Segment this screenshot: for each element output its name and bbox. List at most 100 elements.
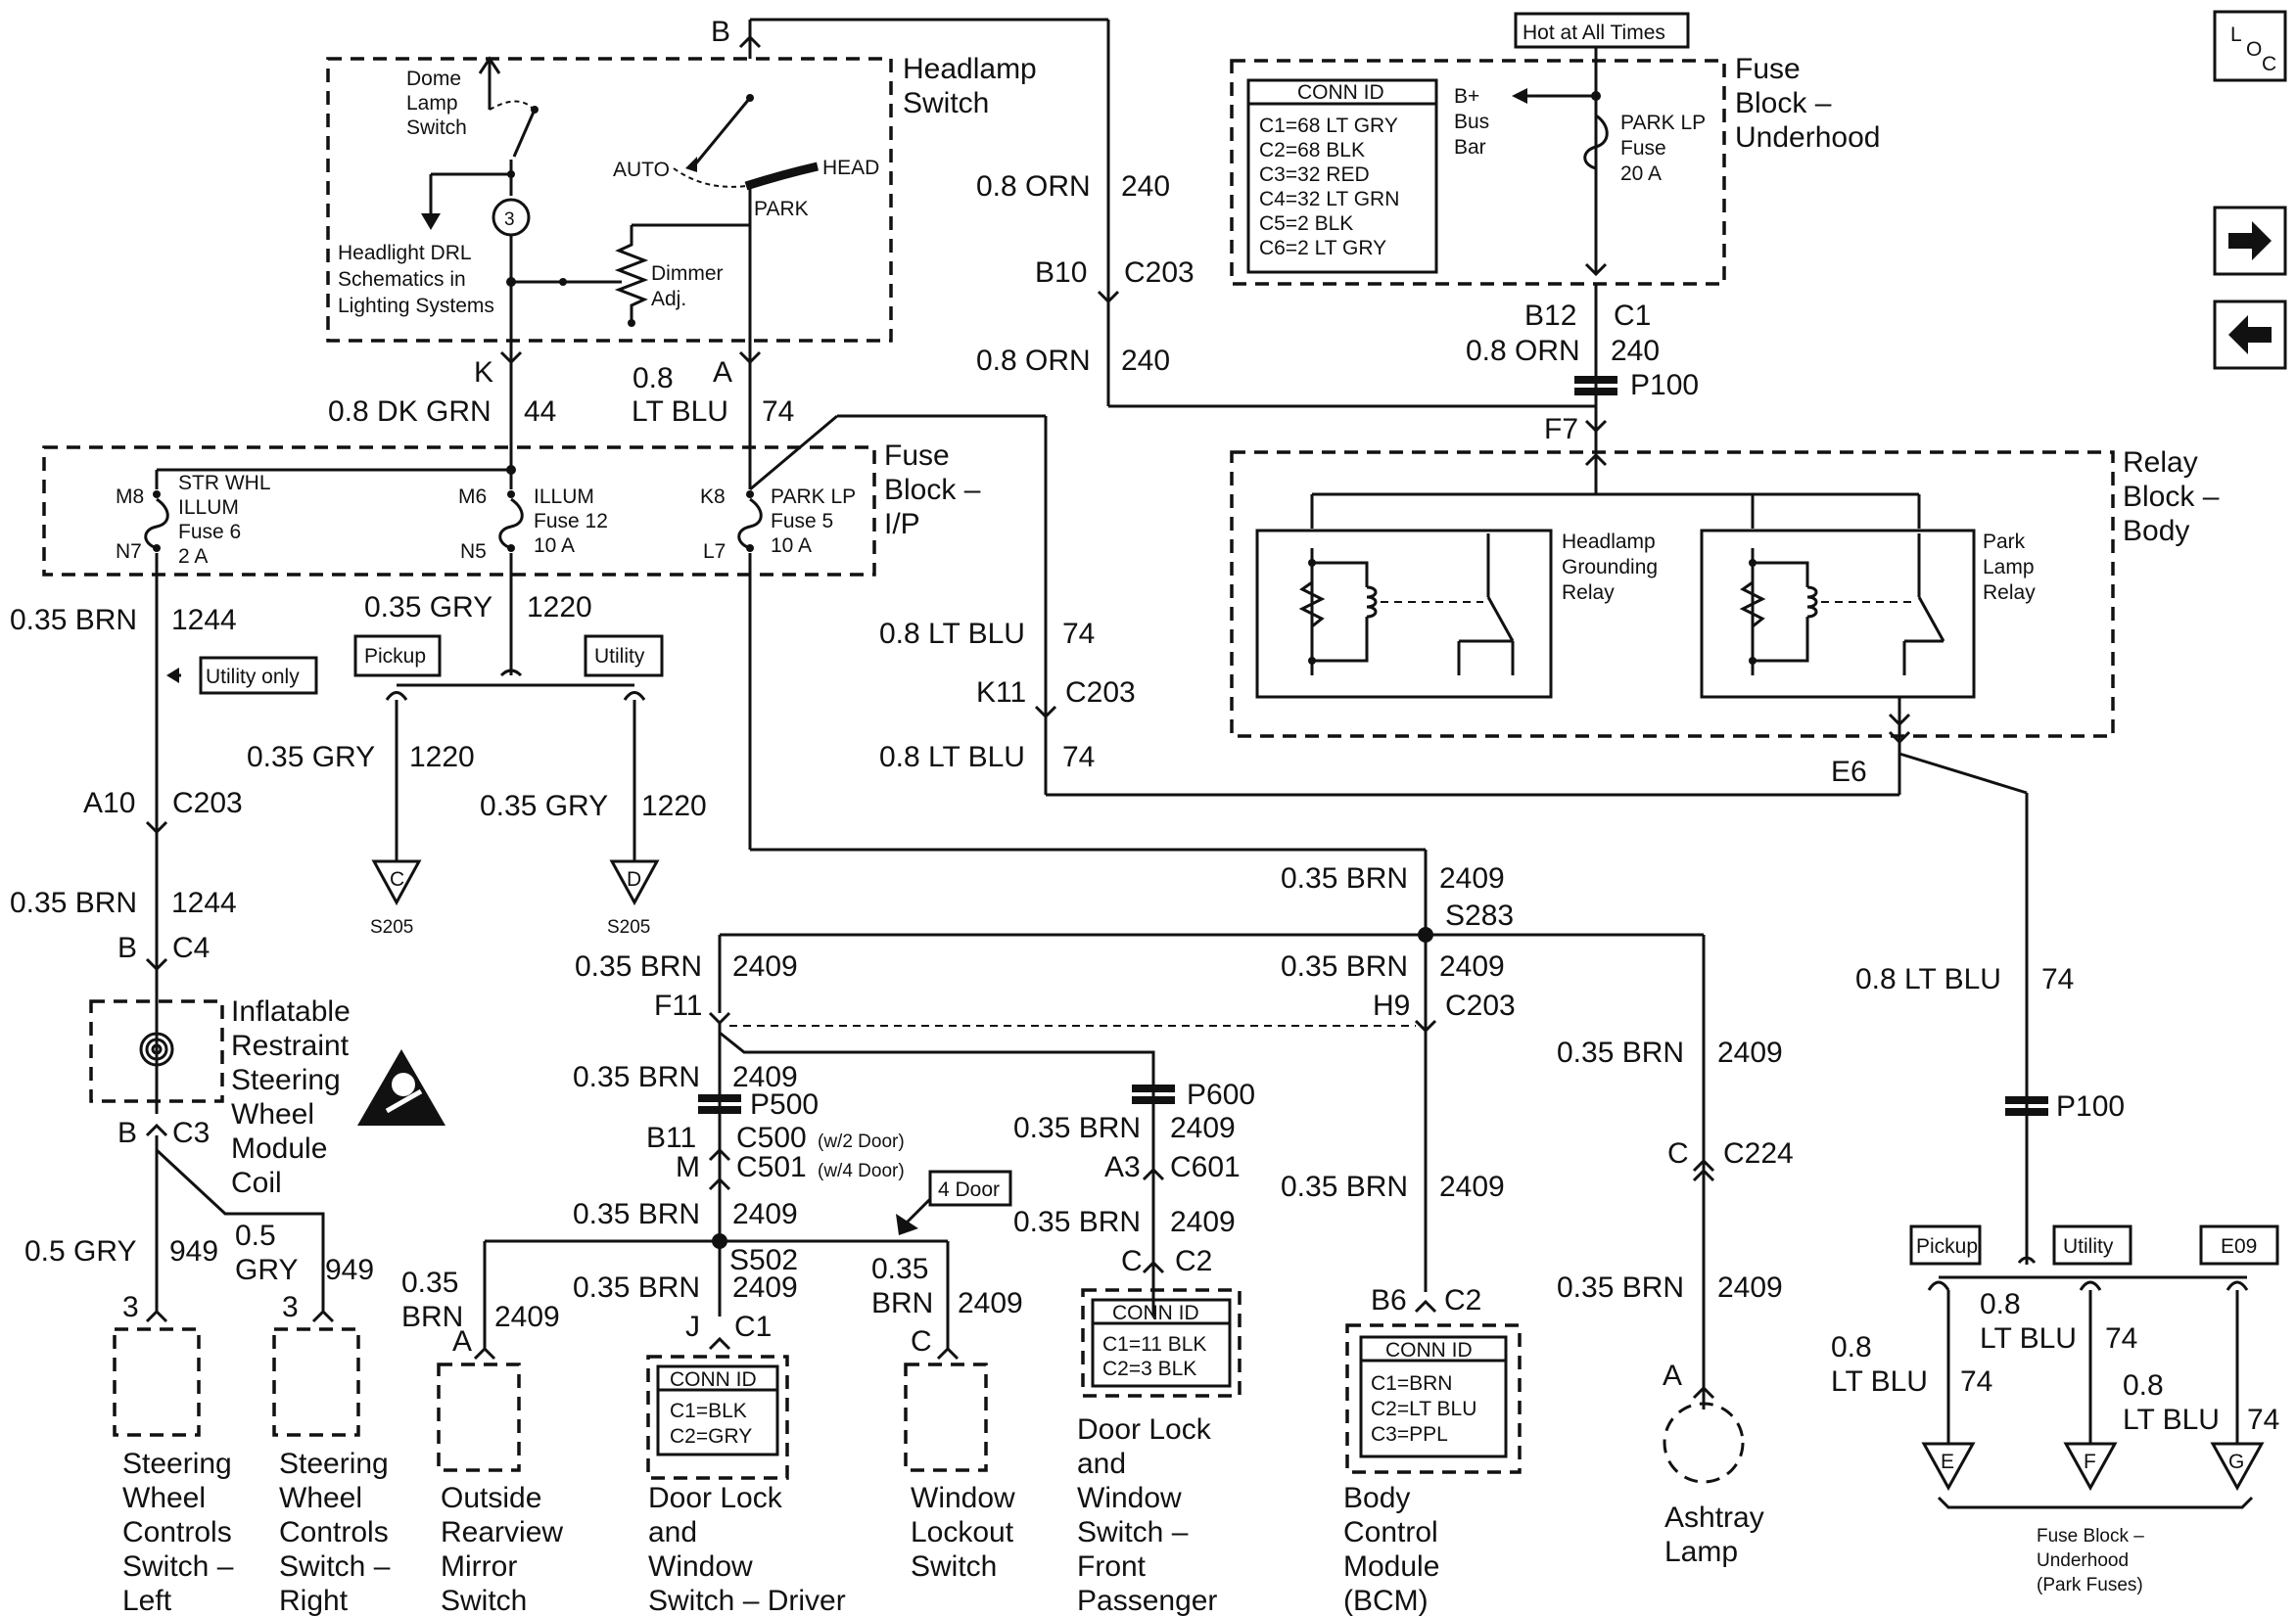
svg-text:Lamp: Lamp <box>1983 556 2035 578</box>
svg-text:(w/2 Door): (w/2 Door) <box>818 1132 905 1152</box>
svg-text:I/P: I/P <box>884 508 920 540</box>
svg-text:C1=11 BLK: C1=11 BLK <box>1102 1333 1206 1356</box>
svg-text:2409: 2409 <box>1170 1206 1236 1238</box>
svg-text:K8: K8 <box>700 485 726 508</box>
svg-text:C601: C601 <box>1170 1151 1241 1183</box>
svg-text:Lamp: Lamp <box>406 92 458 115</box>
svg-text:A10: A10 <box>83 787 135 819</box>
svg-text:E: E <box>1941 1451 1954 1473</box>
svg-text:1220: 1220 <box>527 591 592 624</box>
svg-text:0.35 GRY: 0.35 GRY <box>364 591 492 624</box>
svg-text:Steering: Steering <box>231 1064 341 1096</box>
svg-text:240: 240 <box>1121 345 1170 377</box>
svg-text:(w/4 Door): (w/4 Door) <box>818 1161 905 1181</box>
svg-text:STR WHL: STR WHL <box>178 472 271 494</box>
svg-text:C2=GRY: C2=GRY <box>670 1425 752 1448</box>
svg-text:GRY: GRY <box>235 1254 298 1286</box>
svg-text:Fuse 5: Fuse 5 <box>771 510 833 532</box>
svg-text:Schematics in: Schematics in <box>338 268 466 291</box>
svg-text:Steering: Steering <box>279 1448 389 1480</box>
svg-text:B6: B6 <box>1371 1284 1407 1317</box>
svg-text:C: C <box>1121 1245 1143 1277</box>
svg-text:Window: Window <box>648 1550 753 1583</box>
svg-text:0.35 BRN: 0.35 BRN <box>1557 1037 1684 1069</box>
svg-text:F: F <box>2084 1451 2096 1473</box>
svg-text:Grounding: Grounding <box>1562 556 1658 578</box>
svg-text:2409: 2409 <box>732 1061 798 1093</box>
svg-text:Switch: Switch <box>441 1585 527 1617</box>
door-lock-front-pass-label: Door Lock and Window Switch – Front Pass… <box>1077 1413 1217 1617</box>
svg-text:C203: C203 <box>1124 256 1195 289</box>
svg-text:0.35 BRN: 0.35 BRN <box>10 887 137 919</box>
svg-text:3: 3 <box>282 1291 299 1323</box>
svg-text:Fuse: Fuse <box>1735 53 1801 85</box>
svg-text:Right: Right <box>279 1585 349 1617</box>
svg-text:K: K <box>474 356 493 389</box>
svg-text:0.8: 0.8 <box>2123 1369 2164 1402</box>
svg-text:Module: Module <box>1343 1550 1439 1583</box>
svg-text:Dimmer: Dimmer <box>651 262 724 285</box>
svg-text:(BCM): (BCM) <box>1343 1585 1429 1617</box>
arrow-right-icon[interactable] <box>2213 206 2287 276</box>
svg-text:Switch –: Switch – <box>279 1550 391 1583</box>
svg-text:BRN: BRN <box>871 1287 933 1319</box>
svg-text:B10: B10 <box>1035 256 1087 289</box>
svg-text:B+: B+ <box>1454 85 1479 108</box>
svg-text:10 A: 10 A <box>534 534 575 557</box>
svg-text:Switch –: Switch – <box>1077 1516 1189 1548</box>
svg-text:C3: C3 <box>172 1117 210 1149</box>
svg-text:C2: C2 <box>1175 1245 1212 1277</box>
arrow-left-icon[interactable] <box>2213 300 2287 370</box>
svg-text:240: 240 <box>1611 335 1660 367</box>
svg-text:Body: Body <box>2123 515 2189 547</box>
svg-text:C1: C1 <box>734 1311 772 1343</box>
svg-text:LT BLU: LT BLU <box>2123 1404 2220 1436</box>
svg-text:2409: 2409 <box>1170 1112 1236 1144</box>
svg-text:0.35 BRN: 0.35 BRN <box>1013 1206 1141 1238</box>
svg-text:Coil: Coil <box>231 1167 282 1199</box>
svg-text:Park: Park <box>1983 531 2026 553</box>
svg-text:C2=3 BLK: C2=3 BLK <box>1102 1358 1196 1380</box>
svg-text:0.35 BRN: 0.35 BRN <box>1557 1271 1684 1304</box>
svg-text:Outside: Outside <box>441 1482 541 1514</box>
svg-text:2409: 2409 <box>494 1301 560 1333</box>
inflatable-restraint-coil: Inflatable Restraint Steering Wheel Modu… <box>89 995 445 1199</box>
svg-text:P500: P500 <box>750 1088 819 1121</box>
svg-text:949: 949 <box>169 1235 218 1268</box>
svg-text:C3=32 RED: C3=32 RED <box>1259 163 1370 186</box>
auto-label: AUTO <box>613 159 670 181</box>
svg-text:N5: N5 <box>460 540 487 563</box>
svg-text:1220: 1220 <box>641 790 707 822</box>
svg-text:0.8 DK GRN: 0.8 DK GRN <box>328 395 492 428</box>
svg-text:Ashtray: Ashtray <box>1664 1502 1764 1534</box>
svg-text:Relay: Relay <box>1562 581 1615 604</box>
svg-text:74: 74 <box>2105 1322 2137 1355</box>
svg-text:74: 74 <box>1062 741 1095 773</box>
svg-text:Steering: Steering <box>122 1448 232 1480</box>
svg-text:Pickup: Pickup <box>364 645 426 668</box>
svg-text:S205: S205 <box>607 917 650 938</box>
svg-text:C2=LT BLU: C2=LT BLU <box>1371 1398 1476 1420</box>
svg-text:0.8: 0.8 <box>633 362 674 394</box>
svg-text:P100: P100 <box>2056 1090 2125 1123</box>
svg-text:C5=2 BLK: C5=2 BLK <box>1259 212 1353 235</box>
svg-text:Front: Front <box>1077 1550 1147 1583</box>
svg-text:Headlight DRL: Headlight DRL <box>338 242 472 264</box>
svg-text:Relay: Relay <box>1983 581 2036 604</box>
bcm-label: Body Control Module (BCM) <box>1343 1482 1439 1617</box>
svg-text:E09: E09 <box>2221 1235 2257 1258</box>
svg-text:Module: Module <box>231 1132 327 1165</box>
svg-text:Relay: Relay <box>2123 446 2198 479</box>
svg-text:0.35 GRY: 0.35 GRY <box>480 790 608 822</box>
head-label: HEAD <box>822 157 879 179</box>
svg-text:L: L <box>2230 23 2242 46</box>
svg-text:B11: B11 <box>646 1122 696 1154</box>
svg-text:B12: B12 <box>1524 300 1576 332</box>
svg-text:LT BLU: LT BLU <box>1980 1322 2077 1355</box>
svg-text:B: B <box>117 932 137 964</box>
svg-text:Inflatable: Inflatable <box>231 995 351 1028</box>
svg-text:S205: S205 <box>370 917 413 938</box>
door-lock-driver-label: Door Lock and Window Switch – Driver <box>648 1482 846 1617</box>
svg-text:0.8: 0.8 <box>1980 1288 2021 1320</box>
loc-icon[interactable]: L O C <box>2213 10 2287 82</box>
